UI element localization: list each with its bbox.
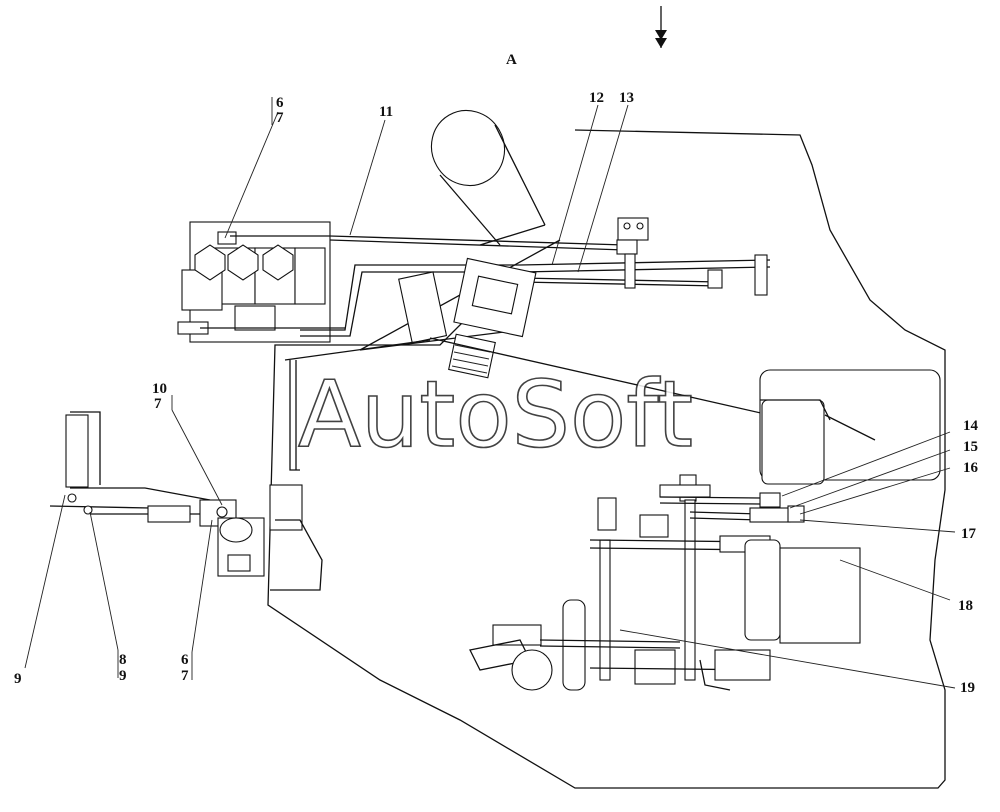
lower-lever-assembly [269,360,861,691]
callout-7-top: 7 [276,110,284,126]
callout-6-lower: 6 [181,652,189,668]
callout-12: 12 [589,90,604,106]
callout-10: 10 [152,381,167,397]
engine-housing-outline [267,129,946,789]
callout-11: 11 [379,104,393,120]
view-label: А [506,52,517,68]
callout-13: 13 [619,90,634,106]
callout-7-mid: 7 [154,396,162,412]
central-bracket [284,257,881,441]
upper-linkage-rods [300,217,771,351]
callout-9: 9 [14,671,22,687]
callout-14: 14 [963,418,979,434]
top-drum [430,109,546,246]
leader-lines [24,97,956,689]
watermark-text: AutoSoft [298,361,693,468]
callout-17: 17 [961,526,977,542]
callout-9-lower: 9 [119,668,127,684]
view-arrow [655,6,667,48]
callout-8: 8 [119,652,127,668]
callout-6-top: 6 [276,95,284,111]
callout-19: 19 [960,680,975,696]
pedal-linkage [49,411,265,577]
callout-16: 16 [963,460,979,476]
callout-15: 15 [963,439,978,455]
callout-18: 18 [958,598,973,614]
valve-block [177,221,345,343]
right-tank [759,369,941,485]
callout-7-lower: 7 [181,668,189,684]
